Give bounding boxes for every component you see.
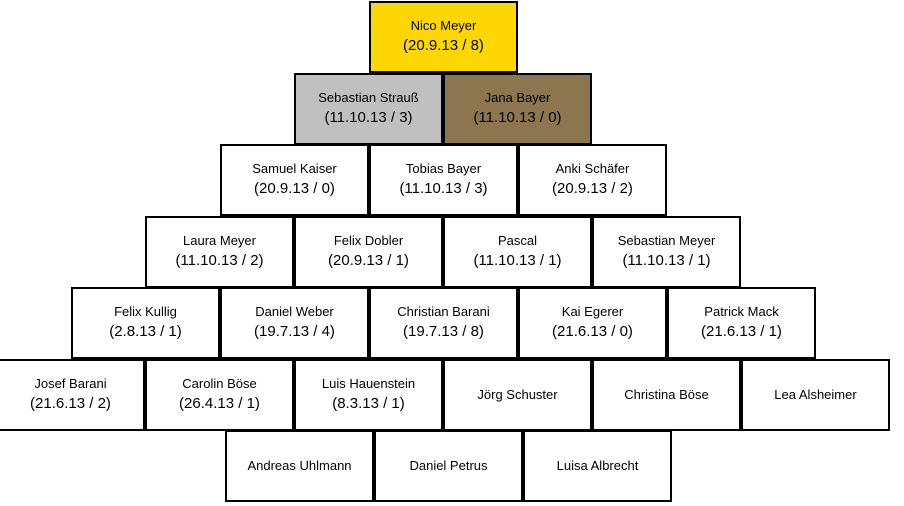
player-cell: Daniel Weber (19.7.13 / 4) <box>220 287 369 359</box>
player-cell: Luisa Albrecht <box>523 430 672 502</box>
player-name: Felix Kullig <box>114 304 177 320</box>
player-cell: Christina Böse <box>592 359 741 431</box>
player-name: Lea Alsheimer <box>774 386 857 402</box>
player-stats: (11.10.13 / 3) <box>399 180 488 198</box>
player-cell: Anki Schäfer (20.9.13 / 2) <box>518 144 667 216</box>
player-name: Felix Dobler <box>333 233 404 249</box>
player-stats: (11.10.13 / 3) <box>324 109 413 127</box>
player-cell: Nico Meyer (20.9.13 / 8) <box>369 1 518 73</box>
player-cell: Sebastian Meyer (11.10.13 / 1) <box>592 216 741 288</box>
player-stats: (11.10.13 / 1) <box>622 252 711 270</box>
player-cell: Felix Kullig (2.8.13 / 1) <box>71 287 220 359</box>
player-name: Daniel Petrus <box>409 457 488 473</box>
player-stats: (8.3.13 / 1) <box>332 395 405 413</box>
player-stats: (20.9.13 / 8) <box>403 37 484 55</box>
player-name: Kai Egerer <box>561 304 624 320</box>
player-stats: (20.9.13 / 0) <box>254 180 335 198</box>
player-name: Jana Bayer <box>484 90 551 106</box>
player-cell: Samuel Kaiser (20.9.13 / 0) <box>220 144 369 216</box>
player-stats: (26.4.13 / 1) <box>179 395 260 413</box>
player-name: Anki Schäfer <box>555 161 630 177</box>
player-name: Luis Hauenstein <box>321 376 416 392</box>
player-name: Jörg Schuster <box>477 386 558 402</box>
player-cell: Jana Bayer (11.10.13 / 0) <box>443 73 592 145</box>
player-stats: (20.9.13 / 1) <box>328 252 409 270</box>
player-cell: Luis Hauenstein (8.3.13 / 1) <box>294 359 443 431</box>
player-stats: (11.10.13 / 2) <box>175 252 264 270</box>
player-name: Christian Barani <box>397 304 490 320</box>
player-name: Christina Böse <box>624 386 709 402</box>
player-cell: Lea Alsheimer <box>741 359 890 431</box>
player-cell: Felix Dobler (20.9.13 / 1) <box>294 216 443 288</box>
player-name: Josef Barani <box>34 376 107 392</box>
player-stats: (19.7.13 / 4) <box>254 323 335 341</box>
player-stats: (21.6.13 / 1) <box>701 323 782 341</box>
player-cell: Sebastian Strauß (11.10.13 / 3) <box>294 73 443 145</box>
player-stats: (21.6.13 / 0) <box>552 323 633 341</box>
player-name: Nico Meyer <box>410 18 477 34</box>
player-cell: Christian Barani (19.7.13 / 8) <box>369 287 518 359</box>
player-name: Luisa Albrecht <box>556 457 639 473</box>
player-name: Samuel Kaiser <box>252 161 337 177</box>
player-cell: Pascal (11.10.13 / 1) <box>443 216 592 288</box>
player-name: Tobias Bayer <box>405 161 482 177</box>
player-stats: (20.9.13 / 2) <box>552 180 633 198</box>
player-cell: Tobias Bayer (11.10.13 / 3) <box>369 144 518 216</box>
player-stats: (11.10.13 / 0) <box>473 109 562 127</box>
player-stats: (11.10.13 / 1) <box>473 252 562 270</box>
player-name: Sebastian Meyer <box>617 233 716 249</box>
player-cell: Kai Egerer (21.6.13 / 0) <box>518 287 667 359</box>
player-cell: Daniel Petrus <box>374 430 523 502</box>
player-cell: Laura Meyer (11.10.13 / 2) <box>145 216 294 288</box>
player-cell: Carolin Böse (26.4.13 / 1) <box>145 359 294 431</box>
player-cell: Josef Barani (21.6.13 / 2) <box>0 359 145 431</box>
player-name: Sebastian Strauß <box>318 90 419 106</box>
player-cell: Patrick Mack (21.6.13 / 1) <box>667 287 816 359</box>
player-name: Pascal <box>497 233 538 249</box>
player-name: Carolin Böse <box>182 376 257 392</box>
player-cell: Andreas Uhlmann <box>225 430 374 502</box>
player-name: Daniel Weber <box>255 304 334 320</box>
player-cell: Jörg Schuster <box>443 359 592 431</box>
player-name: Patrick Mack <box>704 304 779 320</box>
player-stats: (21.6.13 / 2) <box>30 395 111 413</box>
player-name: Andreas Uhlmann <box>247 457 352 473</box>
player-stats: (19.7.13 / 8) <box>403 323 484 341</box>
player-stats: (2.8.13 / 1) <box>109 323 182 341</box>
player-name: Laura Meyer <box>183 233 256 249</box>
